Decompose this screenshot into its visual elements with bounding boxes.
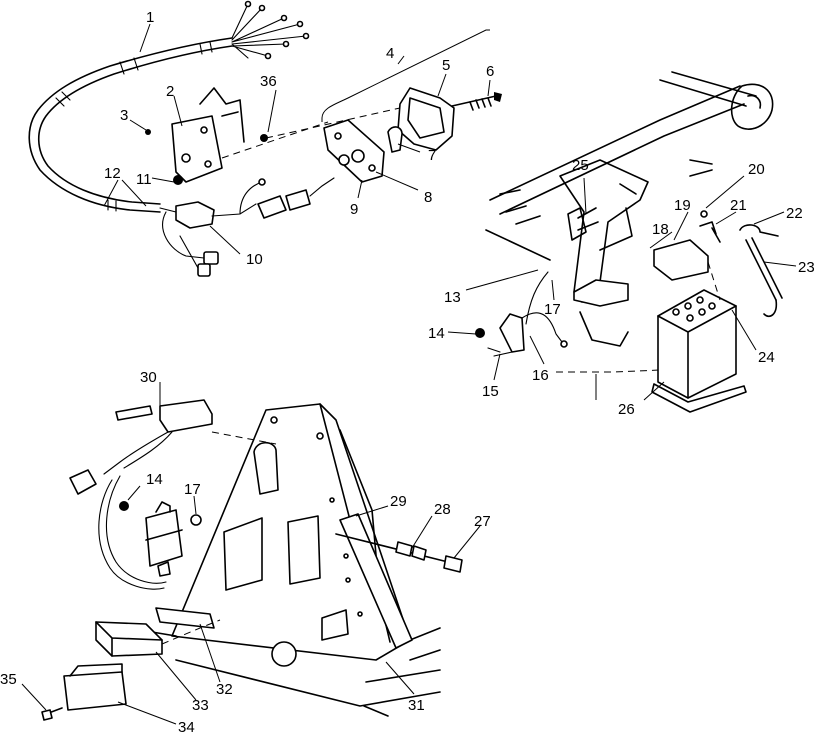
callout-10: 10 bbox=[246, 251, 263, 268]
callout-27: 27 bbox=[474, 513, 491, 530]
battery-group bbox=[651, 239, 747, 413]
mounting-bracket bbox=[145, 87, 268, 185]
callout-35: 35 bbox=[0, 671, 17, 688]
callout-3: 3 bbox=[120, 107, 128, 124]
callout-leaders bbox=[21, 23, 797, 725]
callout-13: 13 bbox=[444, 289, 461, 306]
callout-5: 5 bbox=[442, 57, 450, 74]
mounting-bolt bbox=[335, 533, 463, 573]
callout-31: 31 bbox=[408, 697, 425, 714]
ignition-coil bbox=[119, 501, 202, 577]
callout-18: 18 bbox=[652, 221, 669, 238]
callout-19: 19 bbox=[674, 197, 691, 214]
callout-9: 9 bbox=[350, 201, 358, 218]
callout-33: 33 bbox=[192, 697, 209, 714]
callout-11: 11 bbox=[136, 171, 152, 188]
callout-28: 28 bbox=[434, 501, 451, 518]
callout-26: 26 bbox=[618, 401, 635, 418]
callout-12: 12 bbox=[104, 165, 121, 182]
wire-harness-group bbox=[28, 0, 335, 277]
callout-4: 4 bbox=[386, 45, 394, 62]
callout-24: 24 bbox=[758, 349, 775, 366]
callout-32: 32 bbox=[216, 681, 233, 698]
callout-25: 25 bbox=[572, 157, 589, 174]
callout-16: 16 bbox=[532, 367, 549, 384]
callout-23: 23 bbox=[798, 259, 815, 276]
callout-30: 30 bbox=[140, 369, 157, 386]
callout-14-top: 14 bbox=[428, 325, 445, 342]
callout-15: 15 bbox=[482, 383, 499, 400]
callout-2: 2 bbox=[166, 83, 174, 100]
callout-29: 29 bbox=[390, 493, 407, 510]
callout-8: 8 bbox=[424, 189, 432, 206]
callout-1: 1 bbox=[146, 9, 154, 26]
frame-group bbox=[485, 71, 774, 373]
callout-7: 7 bbox=[428, 147, 436, 164]
cdi-module bbox=[69, 399, 277, 590]
control-panel-group bbox=[139, 403, 441, 717]
rectifier-assembly bbox=[41, 607, 221, 721]
callout-14-bottom: 14 bbox=[146, 471, 163, 488]
coil-bracket bbox=[475, 271, 568, 357]
callout-36: 36 bbox=[260, 73, 277, 90]
callout-6: 6 bbox=[486, 63, 494, 80]
callout-17-bottom: 17 bbox=[184, 481, 201, 498]
callout-labels: 1 2 3 4 5 6 7 8 9 10 11 12 13 14 15 16 1… bbox=[0, 9, 815, 734]
callout-21: 21 bbox=[730, 197, 747, 214]
callout-34: 34 bbox=[178, 719, 195, 734]
battery-cables bbox=[699, 210, 783, 318]
callout-22: 22 bbox=[786, 205, 803, 222]
callout-17-top: 17 bbox=[544, 301, 561, 318]
callout-20: 20 bbox=[748, 161, 765, 178]
taillight-assembly bbox=[265, 87, 502, 183]
